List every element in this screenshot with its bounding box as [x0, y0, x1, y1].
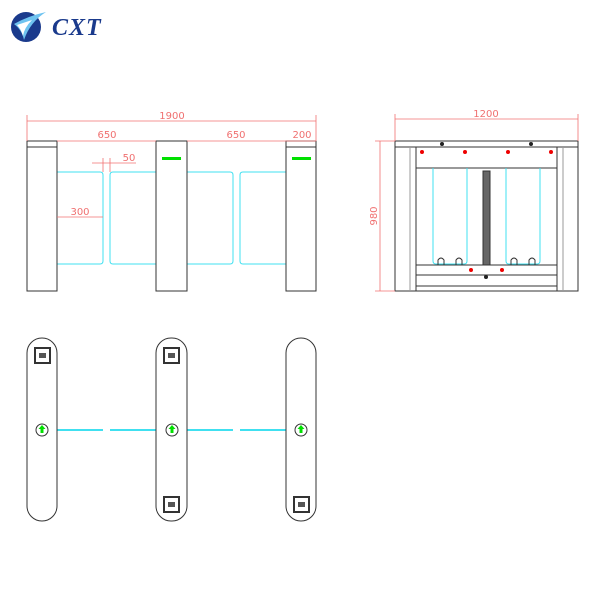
dim-overall-width: 1900: [159, 111, 184, 122]
cxt-logo: CXT: [8, 8, 118, 44]
center-post: [482, 170, 491, 266]
side-view: [394, 140, 579, 292]
pillar-right: [285, 140, 317, 292]
glass-panels: [57, 171, 286, 265]
pillar-top-left: [26, 337, 58, 522]
dim-pillar-width: 200: [292, 130, 311, 141]
dim-lane-right: 650: [226, 130, 245, 141]
front-dimensions: [26, 115, 317, 218]
dim-length: 1200: [473, 109, 498, 120]
pillar-left: [26, 140, 58, 292]
dim-panel-width: 300: [70, 207, 89, 218]
pillar-top-right: [285, 337, 317, 522]
logo-text: CXT: [52, 15, 102, 41]
pillar-top-middle: [155, 337, 188, 522]
front-view: [26, 140, 317, 292]
side-dimensions: [375, 114, 579, 292]
dim-lane-left: 650: [97, 130, 116, 141]
logo-emblem-icon: [11, 12, 46, 42]
top-view: [26, 337, 317, 522]
direction-arrow-icon: [35, 423, 308, 437]
dim-height: 980: [369, 206, 380, 225]
dim-gate-gap: 50: [123, 153, 136, 164]
indicator-light: [292, 157, 311, 160]
pillar-middle: [155, 140, 188, 292]
side-fasteners: [420, 142, 553, 279]
card-reader-icon: [34, 347, 310, 513]
indicator-light: [162, 157, 181, 160]
